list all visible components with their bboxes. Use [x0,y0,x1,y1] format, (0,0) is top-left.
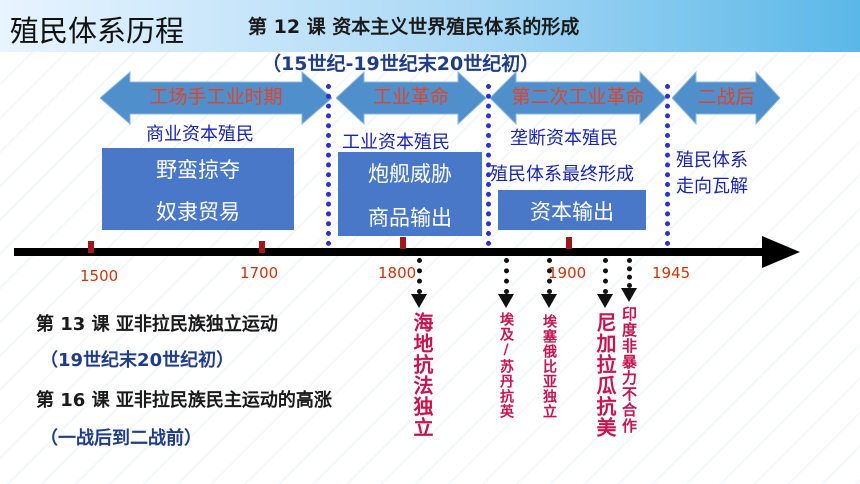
tick-1900 [566,237,572,249]
box-gunboat-goods: 炮舰威胁 商品输出 [338,152,482,236]
header-band [0,0,860,52]
tick-1800 [400,237,406,249]
box-2-line-1: 炮舰威胁 [368,162,452,186]
label-colonial-system: 殖民体系 [676,150,748,171]
event-arrow-4-head [597,294,613,308]
divider-line-2 [486,84,491,246]
year-1500: 1500 [80,267,119,285]
label-commercial-capital: 商业资本殖民 [146,124,254,145]
tick-1500 [88,241,94,253]
event-arrow-5-head [621,288,637,302]
period-arrow-postwar [672,70,780,126]
year-1900: 1900 [548,264,587,282]
lesson-12-heading: 第 12 课 资本主义世界殖民体系的形成 [248,16,580,38]
timeline-arrow [14,236,800,268]
lesson-13-range: （19世纪末20世纪初） [40,350,235,371]
divider-line-1 [326,84,331,246]
event-ethiopia: 埃塞俄比亚独立 [541,314,557,419]
event-arrow-2-dots [504,258,515,294]
lesson-12-range: （15世纪-19世纪末20世纪初） [262,53,540,75]
box-1-line-2: 奴隶贸易 [156,200,240,224]
period-arrow-second-industrial [490,70,666,126]
period-label-handicraft: 工场手工业时期 [149,86,283,108]
label-monopoly-capital: 垄断资本殖民 [510,128,618,149]
box-capital-export: 资本输出 [498,190,646,230]
lesson-16-range: （一战后到二战前） [40,428,202,449]
period-label-second-industrial: 第二次工业革命 [511,86,645,108]
event-nicaragua: 尼加拉瓜抗美 [593,312,617,438]
event-arrow-4-dots [603,258,614,294]
period-arrow-handicraft [100,70,332,126]
event-india: 印度非暴力不合作 [620,306,638,434]
label-industrial-capital: 工业资本殖民 [342,132,450,153]
divider-line-3 [665,84,670,246]
event-arrow-3-head [541,294,557,308]
lesson-16-heading: 第 16 课 亚非拉民族民主运动的高涨 [36,390,332,411]
background-pattern [0,52,860,484]
period-label-postwar: 二战后 [697,86,755,108]
period-arrow-industrial [336,70,486,126]
label-collapse: 走向瓦解 [676,176,748,197]
page-title: 殖民体系历程 [10,14,185,48]
year-1700: 1700 [240,264,279,282]
label-system-formed: 殖民体系最终形成 [490,164,634,185]
box-2-line-2: 商品输出 [368,206,452,230]
tick-1700 [259,241,265,253]
event-arrow-3-dots [547,258,558,294]
year-1800: 1800 [378,264,417,282]
event-arrow-1-head [411,294,427,308]
event-arrow-5-dots [627,258,638,288]
event-egypt-sudan: 埃及/苏丹抗英 [498,312,514,419]
box-3-line-1: 资本输出 [530,200,614,224]
lesson-13-heading: 第 13 课 亚非拉民族独立运动 [36,314,278,335]
box-1-line-1: 野蛮掠夺 [156,158,240,182]
box-plunder-slavery: 野蛮掠夺 奴隶贸易 [102,148,294,230]
event-arrow-1-dots [417,258,428,294]
event-haiti: 海地抗法独立 [410,312,434,438]
period-label-industrial: 工业革命 [372,86,449,108]
event-arrow-2-head [498,294,514,308]
year-1945: 1945 [652,264,691,282]
